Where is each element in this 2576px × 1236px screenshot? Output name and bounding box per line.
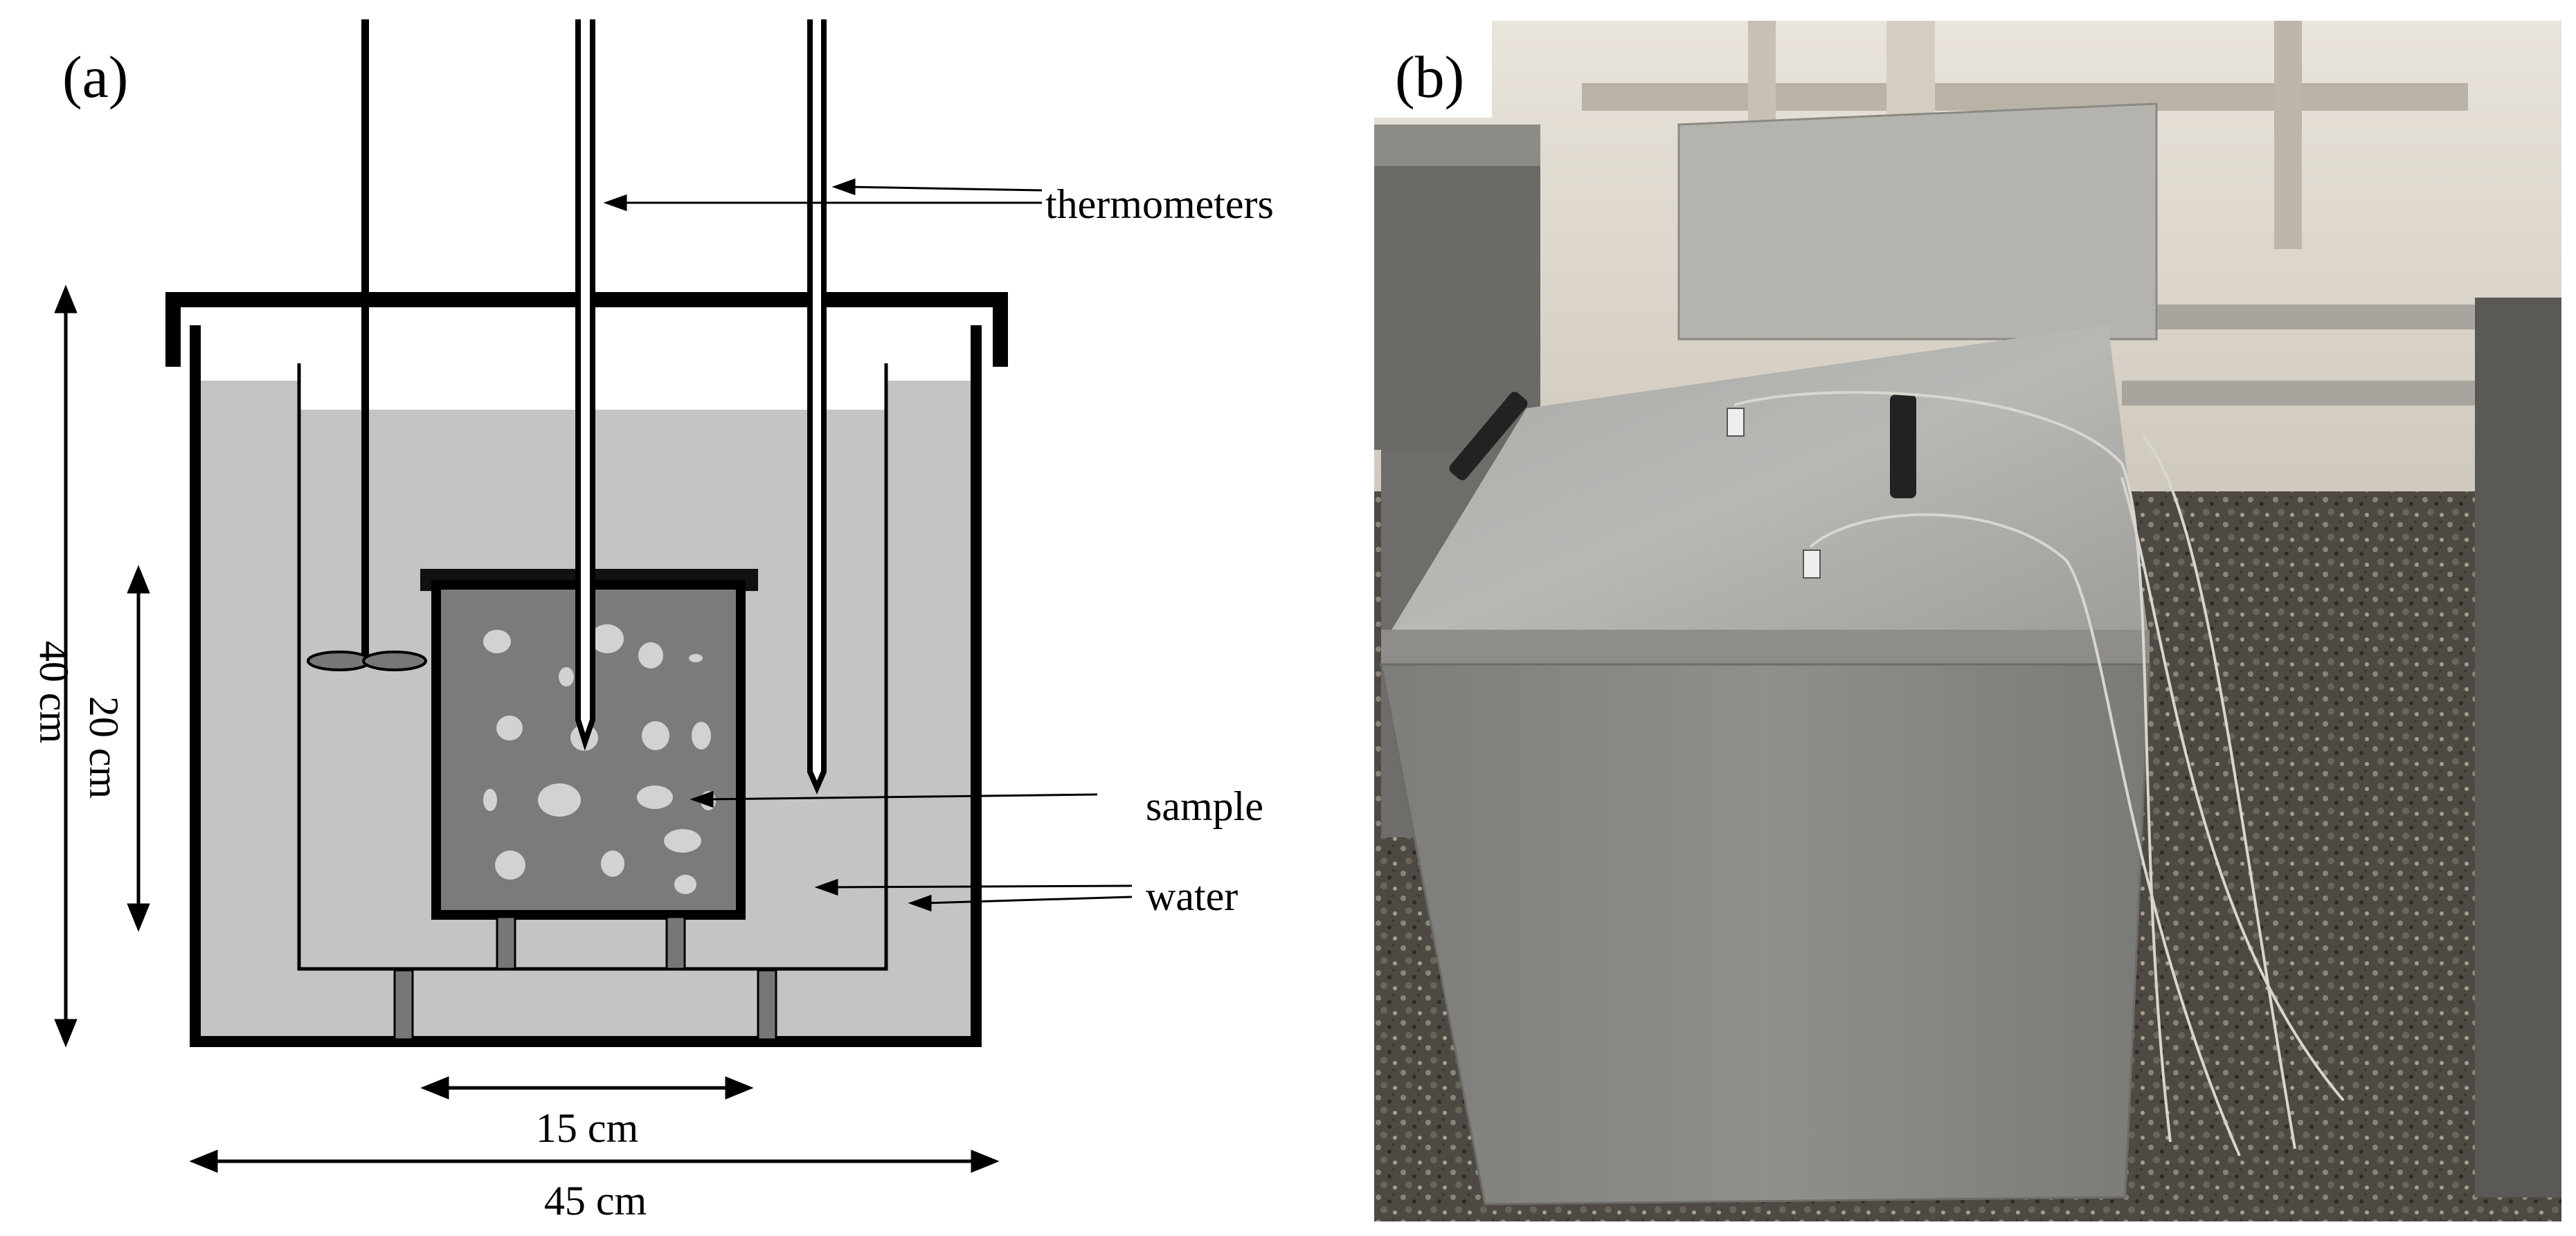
photo-sensor-2 xyxy=(1803,549,1821,579)
photo-bath-rim xyxy=(1381,630,2150,664)
sample-leg-right xyxy=(665,916,686,970)
photo-bath-front xyxy=(1380,663,2151,1206)
thermometer-sample xyxy=(575,19,595,751)
outer-container xyxy=(190,325,982,1047)
panel-a-label: (a) xyxy=(62,44,128,110)
panel-a-diagram: (a) xyxy=(31,19,1274,1224)
stirrer-paddle xyxy=(307,651,427,671)
dimension-15cm: 15 cm xyxy=(536,1105,638,1151)
panel-b-label-bg xyxy=(1374,21,1492,118)
photo-right-equipment xyxy=(2475,298,2561,1197)
dimension-45cm: 45 cm xyxy=(544,1178,647,1224)
dimension-arrows xyxy=(54,284,1000,1173)
photo-handle-left xyxy=(1449,392,1528,480)
photo-sensor-1 xyxy=(1727,408,1745,437)
photo-cables xyxy=(1733,391,2345,1156)
dimension-20cm: 20 cm xyxy=(81,696,127,799)
label-thermometers: thermometers xyxy=(1045,181,1274,227)
leader-lines xyxy=(603,178,1133,912)
photo-back-box xyxy=(1677,102,2158,340)
sample-leg-left xyxy=(496,916,516,970)
thermometer-water xyxy=(807,19,827,795)
panel-b-label: (b) xyxy=(1395,44,1464,110)
inner-basket xyxy=(297,363,888,971)
label-sample: sample xyxy=(1146,783,1263,829)
stirrer-shaft xyxy=(361,19,369,656)
panel-b-photo: (b) xyxy=(1374,21,2561,1221)
basket-leg-left xyxy=(393,969,414,1041)
label-water: water xyxy=(1146,873,1238,919)
photo-handle-right xyxy=(1890,394,1916,498)
basket-leg-right xyxy=(757,969,777,1041)
photo-bath-top xyxy=(1381,325,2150,647)
dimension-40cm: 40 cm xyxy=(31,641,77,743)
